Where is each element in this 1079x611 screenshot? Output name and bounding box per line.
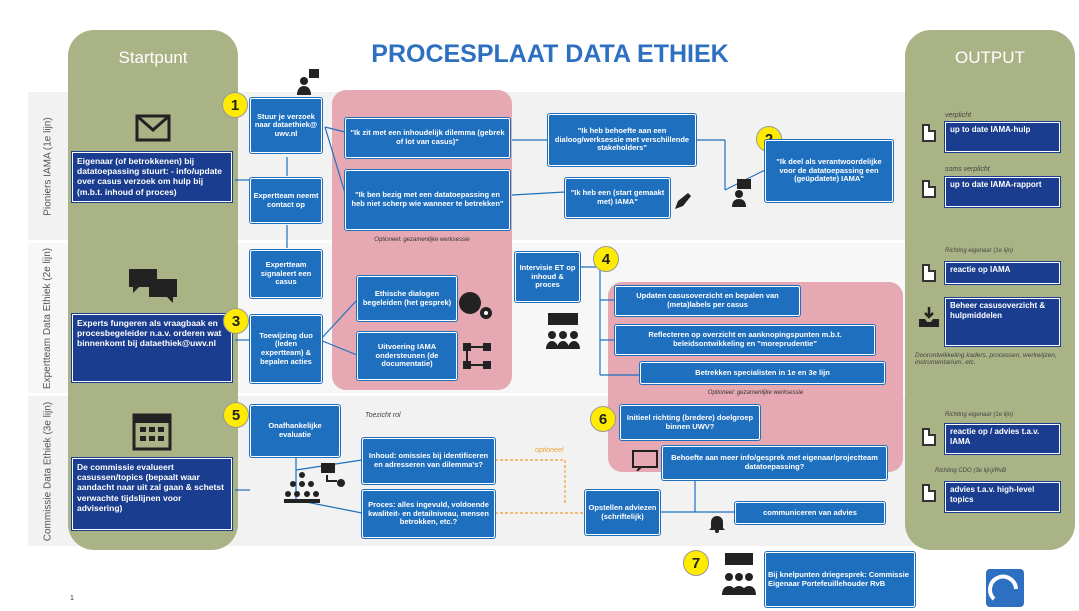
box-deel-iama: "Ik deel als verantwoordelijke voor de d… — [765, 140, 893, 202]
box-toewijzing-duo: Toewijzing duo (leden expertteam) & bepa… — [250, 315, 322, 383]
box-initieel-richting: Initieel richting (bredere) doelgroep bi… — [620, 405, 760, 440]
brain-gear-icon — [455, 288, 495, 324]
output-tag-soms-verplicht: soms verplicht — [945, 166, 990, 173]
team-meeting-icon — [543, 312, 583, 352]
audience-icon — [282, 470, 322, 504]
output-note-doorontwikkeling: Doorontwikkeling kaders, processen, werk… — [915, 352, 1057, 366]
output-iama-hulp: up to date IAMA-hulp — [945, 122, 1060, 152]
uwv-logo-icon — [985, 568, 1025, 608]
output-beheer-casusoverzicht: Beheer casusoverzicht & hulpmiddelen — [945, 298, 1060, 346]
box-dialoog-werksessie: "Ik heb behoefte aan een dialoog/werkses… — [548, 114, 696, 166]
pen-icon — [672, 190, 694, 212]
box-updaten-casus: Updaten casusoverzicht en bepalen van (m… — [615, 286, 800, 316]
startpunt-header: Startpunt — [118, 48, 188, 67]
flowchart-icon — [460, 340, 494, 372]
whiteboard-icon — [630, 448, 660, 472]
output-advies-iama: reactie op / advies t.a.v. IAMA — [945, 424, 1060, 454]
start-box-3: De commissie evalueert casussen/topics (… — [72, 458, 232, 530]
box-proces-ingevuld: Proces: alles ingevuld, voldoende kwalit… — [362, 490, 495, 538]
box-uitvoering-iama: Uitvoering IAMA ondersteunen (de documen… — [357, 332, 457, 380]
envelope-icon — [133, 112, 173, 144]
step-number-5: 5 — [223, 402, 249, 428]
calendar-icon — [130, 408, 174, 452]
output-iama-rapport: up to date IAMA-rapport — [945, 177, 1060, 207]
box-betrekken-specialisten: Betrekken specialisten in 1e en 3e lijn — [640, 362, 885, 384]
document-icon-4 — [922, 428, 936, 446]
box-behoefte-info: Behoefte aan meer info/gesprek met eigen… — [662, 446, 887, 480]
box-intervisie: Intervisie ET op inhoud & proces — [515, 252, 580, 302]
document-icon-2 — [922, 180, 936, 198]
optioneel-label: optioneel — [535, 447, 564, 454]
box-ethische-dialogen: Ethische dialogen begeleiden (het gespre… — [357, 276, 457, 321]
output-advies-high-level: advies t.a.v. high-level topics — [945, 482, 1060, 512]
chat-bubbles-icon — [125, 266, 180, 304]
box-inhoudelijk-dilemma: "Ik zit met een inhoudelijk dilemma (geb… — [345, 118, 510, 158]
start-box-1: Eigenaar (of betrokkenen) bij datatoepas… — [72, 152, 232, 202]
person-question-icon — [294, 68, 322, 98]
page-number: 1 — [70, 595, 74, 602]
document-icon-5 — [922, 484, 936, 502]
computer-route-icon — [318, 460, 348, 490]
page-title: PROCESPLAAT DATA ETHIEK — [371, 40, 729, 68]
box-opstellen-adviezen: Opstellen adviezen (schriftelijk) — [585, 490, 660, 535]
output-tag-richting-cdo: Richting CDO (3e lijn)/RvB — [935, 468, 1007, 474]
step-number-1: 1 — [222, 92, 248, 118]
box-communiceren-advies: communiceren van advies — [735, 502, 885, 524]
presenter-icon — [730, 178, 754, 208]
step-number-6: 6 — [590, 406, 616, 432]
output-header: OUTPUT — [955, 48, 1025, 67]
pink-label-top: Optioneel: gezamenlijke werksessie — [374, 237, 470, 243]
box-expertteam-signaleert: Expertteam signaleert een casus — [250, 250, 322, 298]
output-column — [905, 30, 1075, 550]
box-expertteam-contact: Expertteam neemt contact op — [250, 178, 322, 223]
step-number-3: 3 — [223, 308, 249, 334]
box-stuur-verzoek: Stuur je verzoek naar dataethiek@ uwv.nl — [250, 98, 322, 153]
inbox-download-icon — [916, 304, 942, 330]
box-datatoepassing-bezig: "Ik ben bezig met een datatoepassing en … — [345, 170, 510, 230]
document-icon-3 — [922, 264, 936, 282]
output-tag-richting-eigenaar-2: Richting eigenaar (1e lijn) — [945, 412, 1014, 418]
toezicht-label: Toezicht rol — [365, 412, 401, 419]
output-tag-verplicht: verplicht — [945, 112, 972, 119]
box-inhoud-omissies: Inhoud: omissies bij identificeren en ad… — [362, 438, 495, 484]
box-reflecteren: Reflecteren op overzicht en aanknopingsp… — [615, 325, 875, 355]
output-tag-richting-eigenaar-1: Richting eigenaar (1e lijn) — [945, 248, 1014, 254]
step-number-4: 4 — [593, 246, 619, 272]
group-meeting-icon — [718, 552, 760, 598]
step-number-7: 7 — [683, 550, 709, 576]
start-box-2: Experts fungeren als vraagbaak en proces… — [72, 314, 232, 382]
box-onafhankelijke-evaluatie: Onafhankelijke evaluatie — [250, 405, 340, 457]
box-start-iama: "Ik heb een (start gemaakt met) IAMA" — [565, 178, 670, 218]
bell-icon — [707, 512, 727, 534]
document-icon-1 — [922, 124, 936, 142]
pink-label-right: Optioneel: gezamenlijke werksessie — [707, 390, 804, 396]
box-knelpunten-driegesprek: Bij knelpunten driegesprek: Commissie Ei… — [765, 552, 915, 607]
output-reactie-iama: reactie op IAMA — [945, 262, 1060, 284]
